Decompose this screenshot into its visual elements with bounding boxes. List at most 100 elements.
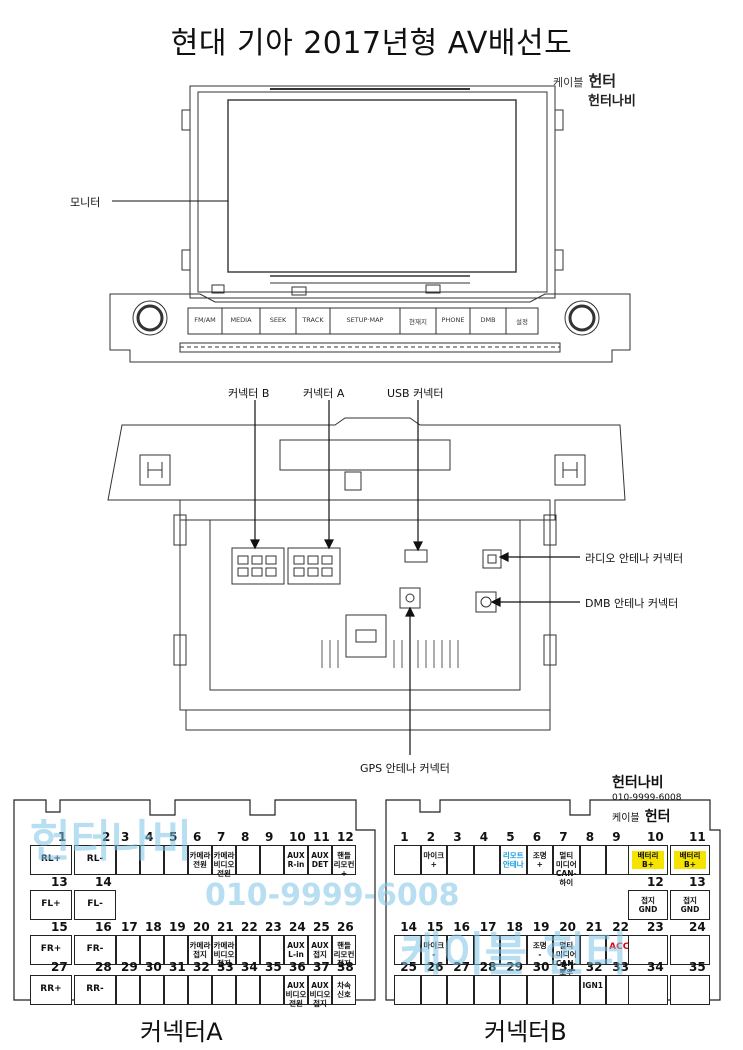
- connector-b-pin-23: [628, 935, 668, 965]
- watermark-mid-name: 헌터나비: [612, 775, 664, 791]
- pin-number: 28: [479, 960, 497, 974]
- pin-number: 29: [506, 960, 523, 974]
- connector-b-pin-25: [394, 975, 421, 1005]
- connector-a-pin-18: [140, 935, 164, 965]
- pin-number: 6: [193, 830, 202, 844]
- connector-a-pin-37: [308, 975, 332, 1005]
- page-title: 현대 기아 2017년형 AV배선도: [170, 26, 573, 61]
- connector-a-pin-8: [236, 845, 260, 875]
- connector-b-pin-7: [553, 845, 580, 875]
- pin-number: 5: [169, 830, 178, 844]
- pin-number: 15: [426, 920, 444, 934]
- button-label-seek: SEEK: [269, 316, 287, 324]
- pin-number: 6: [532, 830, 542, 844]
- pin-number: 9: [612, 830, 621, 844]
- connector-a-pin-10: [284, 845, 308, 875]
- pin-label: 마이크 -: [423, 941, 445, 959]
- pin-label: FL+: [41, 899, 61, 909]
- pin-label: 배터리 B+: [674, 851, 706, 869]
- pin-label: AUX DET: [311, 851, 329, 869]
- pin-label: 멀티 미디어 CAN-로우: [555, 941, 577, 977]
- pin-number: 4: [479, 830, 489, 844]
- pin-label: 핸들 리모컨 +: [333, 851, 355, 878]
- connector-a-pin-11: [308, 845, 332, 875]
- connector-b-pin-15: [420, 935, 447, 965]
- connector-a-pin-19: [164, 935, 188, 965]
- pin-number: 11: [689, 830, 706, 844]
- pin-number: 32: [585, 960, 603, 974]
- pin-number: 38: [337, 960, 354, 974]
- pin-label: 배터리 B+: [632, 851, 664, 869]
- connector-a-pin-5: [164, 845, 188, 875]
- connector-a-pin-30: [140, 975, 164, 1005]
- pin-label: AUX 비디오 접지: [309, 981, 331, 1008]
- pin-number: 21: [585, 920, 603, 934]
- connector-b-pin-28: [473, 975, 500, 1005]
- pin-label: RR+: [40, 984, 62, 994]
- pin-number: 13: [51, 875, 68, 889]
- pin-number: 10: [289, 830, 306, 844]
- connector-a-pin-28: [74, 975, 116, 1005]
- pin-label: FR-: [86, 944, 104, 954]
- connector-a-pin-20: [188, 935, 212, 965]
- pin-number: 3: [121, 830, 130, 844]
- pin-label: 차속 신호: [337, 981, 351, 999]
- pin-number: 30: [532, 960, 550, 974]
- connector-b-pin-20: [553, 935, 580, 965]
- connector-b-pin-6: [526, 845, 553, 875]
- pin-number: 32: [193, 960, 210, 974]
- connector-a-pin-24: [284, 935, 308, 965]
- watermark-mid-cable: 케이블: [612, 813, 640, 824]
- pin-number: 24: [689, 920, 706, 934]
- button-label-phone: PHONE: [441, 316, 465, 324]
- pin-number: 14: [400, 920, 417, 934]
- pin-label: AUX L-in: [287, 941, 305, 959]
- pin-label: AUX 접지: [311, 941, 329, 959]
- pin-number: 16: [95, 920, 112, 934]
- connector-a-caption: 커넥터A: [140, 1018, 223, 1046]
- pin-number: 26: [337, 920, 354, 934]
- pin-number: 15: [51, 920, 68, 934]
- connector-a-pin-25: [308, 935, 332, 965]
- connector-a-pin-36: [284, 975, 308, 1005]
- pin-number: 26: [426, 960, 444, 974]
- pin-label: AUX 비디오 전원: [285, 981, 307, 1008]
- label-connector-b: 커넥터 B: [228, 387, 270, 400]
- connector-b-pin-13: [670, 890, 710, 920]
- watermark-mid-phone: 010-9999-6008: [612, 793, 682, 803]
- pin-number: 12: [337, 830, 354, 844]
- connector-b-pin-18: [500, 935, 527, 965]
- pin-number: 5: [506, 830, 515, 844]
- watermark-top: 케이블 헌터: [553, 70, 616, 91]
- connector-b-caption: 커넥터B: [484, 1018, 567, 1046]
- connector-b-pin-3: [447, 845, 474, 875]
- connector-a-pin-21: [212, 935, 236, 965]
- connector-a-pin-14: [74, 890, 116, 920]
- pin-number: 8: [585, 830, 595, 844]
- connector-a-pin-38: [332, 975, 356, 1005]
- pin-number: 7: [217, 830, 226, 844]
- pin-number: 28: [95, 960, 112, 974]
- pin-number: 12: [647, 875, 664, 889]
- connector-a-pin-35: [260, 975, 284, 1005]
- connector-a-pin-1: [30, 845, 72, 875]
- pin-number: 16: [453, 920, 470, 934]
- pin-number: 31: [559, 960, 576, 974]
- connector-a-pin-3: [116, 845, 140, 875]
- connector-a-pin-13: [30, 890, 72, 920]
- pin-label: IGN1: [582, 981, 603, 990]
- connector-a-pin-31: [164, 975, 188, 1005]
- pin-label: ACC: [609, 942, 630, 952]
- button-label-fmam: FM/AM: [194, 316, 216, 324]
- connector-a-pin-22: [236, 935, 260, 965]
- connector-b-pin-2: [420, 845, 447, 875]
- pin-number: 29: [121, 960, 138, 974]
- pin-label: 카메라 접지: [189, 941, 211, 959]
- button-label-map: SETUP·MAP: [346, 316, 384, 324]
- connector-b-pin-29: [500, 975, 527, 1005]
- pin-label: FL-: [87, 899, 103, 909]
- connector-a-pin-29: [116, 975, 140, 1005]
